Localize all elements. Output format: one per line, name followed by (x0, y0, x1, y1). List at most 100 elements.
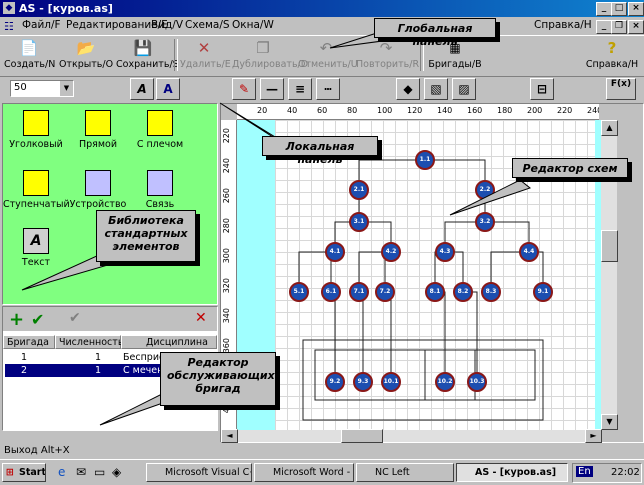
font-color-button[interactable]: A (156, 78, 180, 100)
scroll-down-button[interactable]: ▼ (601, 414, 618, 430)
scheme-node[interactable]: 10.3 (467, 372, 487, 392)
task-nc-left[interactable]: NC Left (356, 463, 454, 482)
delete-brigade-button[interactable]: ✕ (195, 310, 207, 326)
zoom-select[interactable]: 50 ▼ (10, 80, 74, 97)
scheme-node[interactable]: 10.2 (435, 372, 455, 392)
quicklaunch-desktop-icon[interactable]: ▭ (94, 465, 106, 479)
child-restore-button[interactable]: ❐ (611, 20, 627, 34)
scheme-node[interactable]: 4.4 (519, 242, 539, 262)
scroll-right-button[interactable]: ► (585, 429, 602, 443)
scroll-left-button[interactable]: ◄ (221, 429, 238, 443)
library-item-shoulder[interactable]: С плечом (127, 110, 193, 150)
scheme-node[interactable]: 4.1 (325, 242, 345, 262)
undo-button[interactable]: ↶ Отменить/U (298, 38, 358, 74)
menu-view[interactable]: Вид/V (151, 19, 184, 31)
scroll-up-button[interactable]: ▲ (601, 120, 618, 136)
create-button[interactable]: 📄 Создать/N (4, 38, 55, 74)
scheme-node[interactable]: 1.1 (415, 150, 435, 170)
scheme-connector[interactable] (298, 251, 335, 292)
library-item-device[interactable]: Устройство (65, 170, 131, 210)
scheme-node[interactable]: 2.1 (349, 180, 369, 200)
close-button[interactable]: × (628, 2, 644, 16)
quicklaunch-ie-icon[interactable]: e (58, 465, 66, 479)
column-header-brigade[interactable]: Бригада (3, 335, 55, 349)
chevron-down-icon[interactable]: ▼ (60, 81, 73, 96)
scheme-node[interactable]: 4.2 (381, 242, 401, 262)
scheme-node[interactable]: 7.2 (375, 282, 395, 302)
scheme-connector[interactable] (490, 251, 529, 292)
scroll-thumb-h[interactable] (341, 429, 383, 443)
scheme-node[interactable]: 9.1 (533, 282, 553, 302)
start-button[interactable]: ⊞ Start (2, 463, 46, 482)
line-dash-button[interactable]: ┅ (316, 78, 340, 100)
app-icon[interactable]: ◆ (3, 2, 15, 14)
line-thick-button[interactable]: ≡ (288, 78, 312, 100)
language-indicator[interactable]: En (576, 466, 593, 477)
child-window-icon[interactable]: ☷ (4, 20, 14, 33)
task-word[interactable]: Microsoft Word - dpi... (254, 463, 354, 482)
scheme-node[interactable]: 8.2 (453, 282, 473, 302)
quicklaunch-outlook-icon[interactable]: ✉ (76, 465, 87, 479)
scheme-node[interactable]: 4.3 (435, 242, 455, 262)
font-bold-button[interactable]: A (130, 78, 154, 100)
scroll-thumb-v[interactable] (601, 230, 618, 262)
minimize-button[interactable]: _ (596, 2, 612, 16)
child-minimize-button[interactable]: _ (596, 20, 612, 34)
pattern-button[interactable]: ▨ (452, 78, 476, 100)
scheme-node[interactable]: 8.1 (425, 282, 445, 302)
library-item-step[interactable]: Ступенчатый (3, 170, 70, 210)
column-header-discipline[interactable]: Дисциплина (121, 335, 217, 349)
scheme-node[interactable]: 9.3 (353, 372, 373, 392)
scheme-node[interactable]: 7.1 (349, 282, 369, 302)
scheme-node[interactable]: 8.3 (481, 282, 501, 302)
border-color-button[interactable]: ▧ (424, 78, 448, 100)
apply-all-button[interactable]: ✔ (69, 310, 81, 326)
scheme-node[interactable]: 3.2 (475, 212, 495, 232)
vertical-scrollbar[interactable]: ▲ ▼ (601, 120, 618, 430)
library-item-straight[interactable]: Прямой (65, 110, 131, 150)
column-header-count[interactable]: Численность (55, 335, 123, 349)
maximize-button[interactable]: □ (611, 2, 627, 16)
scheme-canvas[interactable]: 1.1 2.1 2.2 3.1 3.2 4.1 4.2 4.3 4.4 5.1 6.1 7.1 7.2 8… (275, 120, 595, 430)
function-button[interactable]: F(x) (606, 78, 636, 100)
duplicate-button[interactable]: ❐ Дублировать/D (232, 38, 308, 74)
fill-color-button[interactable]: ◆ (396, 78, 420, 100)
library-item-corner[interactable]: Уголковый (3, 110, 69, 150)
redo-button[interactable]: ↷ Повторить/R (356, 38, 419, 74)
brigades-button[interactable]: ▦ Бригады/B (426, 38, 484, 74)
open-button[interactable]: 📂 Открыть/O (58, 38, 114, 74)
scheme-node[interactable]: 6.1 (321, 282, 341, 302)
help-button[interactable]: ? Справка/H (584, 38, 640, 74)
line-color-button[interactable]: ✎ (232, 78, 256, 100)
scheme-connector[interactable] (385, 291, 392, 382)
quicklaunch-channels-icon[interactable]: ◈ (112, 465, 122, 479)
element-library: Уголковый Прямой С плечом Ступенчатый Ус… (2, 103, 218, 305)
task-visual-cpp[interactable]: Microsoft Visual C+... (146, 463, 252, 482)
menu-help[interactable]: Справка/H (534, 19, 592, 31)
confirm-brigade-button[interactable]: ✔ (31, 310, 45, 329)
library-item-text[interactable]: A Текст (3, 228, 69, 268)
menu-windows[interactable]: Окна/W (232, 19, 274, 31)
line-thin-button[interactable]: — (260, 78, 284, 100)
task-as[interactable]: AS - [куров.as] (456, 463, 568, 482)
scheme-node[interactable]: 2.2 (475, 180, 495, 200)
save-button[interactable]: 💾 Сохранить/S (116, 38, 179, 74)
add-brigade-button[interactable]: + (9, 309, 25, 330)
table-row[interactable]: 1 1 Бесприо (5, 351, 215, 364)
scheme-node[interactable]: 5.1 (289, 282, 309, 302)
scheme-connector[interactable] (331, 291, 336, 382)
scheme-node[interactable]: 3.1 (349, 212, 369, 232)
delete-button[interactable]: ✕ Удалить/E (180, 38, 231, 74)
scheme-node[interactable]: 9.2 (325, 372, 345, 392)
scheme-connector[interactable] (435, 291, 446, 382)
menu-edit[interactable]: Редактирование/E (66, 19, 168, 31)
menu-scheme[interactable]: Схема/S (185, 19, 230, 31)
align-button[interactable]: ⊟ (530, 78, 554, 100)
scheme-connector[interactable] (359, 291, 364, 382)
library-item-link[interactable]: Связь (127, 170, 193, 210)
menu-file[interactable]: Файл/F (22, 19, 61, 31)
horizontal-scrollbar[interactable]: ◄ ► (221, 429, 602, 443)
child-close-button[interactable]: × (628, 20, 644, 34)
scheme-connector[interactable] (358, 251, 391, 292)
scheme-node[interactable]: 10.1 (381, 372, 401, 392)
